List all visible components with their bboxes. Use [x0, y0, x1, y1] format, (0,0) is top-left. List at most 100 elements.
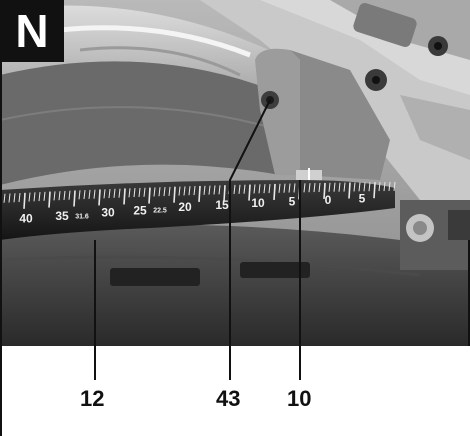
scale-number: 30: [101, 205, 115, 219]
base-slot-1: [110, 268, 200, 286]
figure-badge: N: [0, 0, 64, 62]
scale-tick: [203, 185, 206, 195]
miter-scale: [0, 180, 395, 240]
screw-socket-1: [434, 42, 442, 50]
scale-tick: [33, 192, 36, 202]
scale-tick: [93, 189, 96, 199]
frame-left-line: [0, 62, 2, 436]
scale-tick: [173, 186, 176, 203]
scale-tick: [288, 183, 291, 193]
scale-tick: [373, 182, 376, 199]
scale-tick: [353, 182, 356, 192]
scale-tick: [218, 185, 221, 195]
scale-tick: [163, 186, 166, 197]
scale-tick: [323, 182, 326, 199]
scale-tick: [73, 190, 76, 207]
scale-tick: [283, 183, 286, 193]
scale-tick: [393, 181, 396, 191]
scale-tick: [263, 184, 266, 194]
scale-tick: [13, 193, 16, 203]
scale-tick: [78, 190, 81, 200]
scale-number: 20: [178, 200, 192, 214]
leader-line-43: [229, 99, 271, 380]
scale-tick: [223, 185, 226, 202]
frame-right-line: [468, 240, 470, 346]
scale-tick: [253, 184, 256, 194]
fence-ledge: [400, 95, 470, 160]
scale-tick: [143, 187, 146, 197]
scale-tick: [233, 184, 236, 194]
base-slot-2: [240, 262, 310, 278]
scale-tick: [213, 185, 216, 195]
scale-tick: [23, 192, 26, 209]
scale-tick: [28, 192, 31, 202]
scale-tick: [153, 187, 156, 197]
scale-tick: [243, 184, 246, 194]
scale-number: 0: [325, 193, 332, 207]
scale-number: 22.5: [153, 208, 167, 215]
scale-tick: [238, 184, 241, 194]
scale-tick: [83, 190, 86, 200]
scale-tick: [388, 181, 391, 192]
base-edge: [0, 255, 421, 277]
scale-tick: [368, 182, 371, 192]
scale-tick: [358, 182, 361, 192]
scale-number: 5: [289, 194, 296, 208]
scale-tick: [328, 182, 331, 192]
scale-tick: [63, 190, 66, 200]
scale-number: 5: [359, 191, 366, 205]
scale-tick: [18, 192, 21, 203]
scale-tick: [268, 183, 271, 194]
scale-number: 31.6: [75, 213, 89, 220]
scale-ticks: [0, 181, 396, 209]
scale-tick: [128, 188, 131, 198]
scale-number: 15: [215, 198, 229, 212]
scale-tick: [183, 186, 186, 196]
scale-tick: [123, 188, 126, 205]
scale-number: 40: [19, 212, 33, 226]
scale-tick: [293, 183, 296, 193]
table-highlight: [59, 25, 251, 58]
scale-tick: [193, 186, 196, 196]
scale-tick: [333, 182, 336, 192]
scale-tick: [3, 193, 6, 203]
scale-tick: [343, 182, 346, 192]
scale-tick: [148, 187, 151, 204]
scale-tick: [138, 187, 141, 197]
scale-tick: [158, 187, 161, 197]
callout-label-43: 43: [216, 386, 241, 411]
scale-tick: [38, 192, 41, 202]
scale-tick: [108, 189, 111, 199]
scale-tick: [88, 189, 91, 199]
scale-tick: [178, 186, 181, 196]
scale-tick: [208, 185, 211, 195]
scale-tick: [53, 191, 56, 201]
scale-tick: [43, 191, 46, 201]
scale-tick: [118, 188, 121, 198]
scale-tick: [308, 183, 311, 193]
table-groove: [79, 46, 241, 77]
scale-tick: [133, 188, 136, 198]
scale-number: 35: [55, 209, 69, 223]
table-edge-line: [0, 106, 281, 131]
scale-tick: [98, 189, 101, 206]
scale-tick: [363, 182, 366, 192]
table-front: [0, 61, 285, 186]
scale-tick: [198, 185, 201, 202]
scale-tick: [48, 191, 51, 208]
pointer-housing-side: [290, 50, 390, 180]
callout-label-10: 10: [287, 386, 312, 411]
scale-tick: [258, 184, 261, 194]
arm-slot: [353, 3, 417, 47]
scale-tick: [303, 183, 306, 193]
scale-number: 25: [133, 203, 147, 217]
side-nut: [448, 210, 470, 240]
scale-tick: [378, 182, 381, 192]
side-bolt-center: [413, 221, 427, 235]
scale-tick: [338, 182, 341, 192]
scale-tick: [188, 186, 191, 196]
scale-tick: [278, 183, 281, 193]
